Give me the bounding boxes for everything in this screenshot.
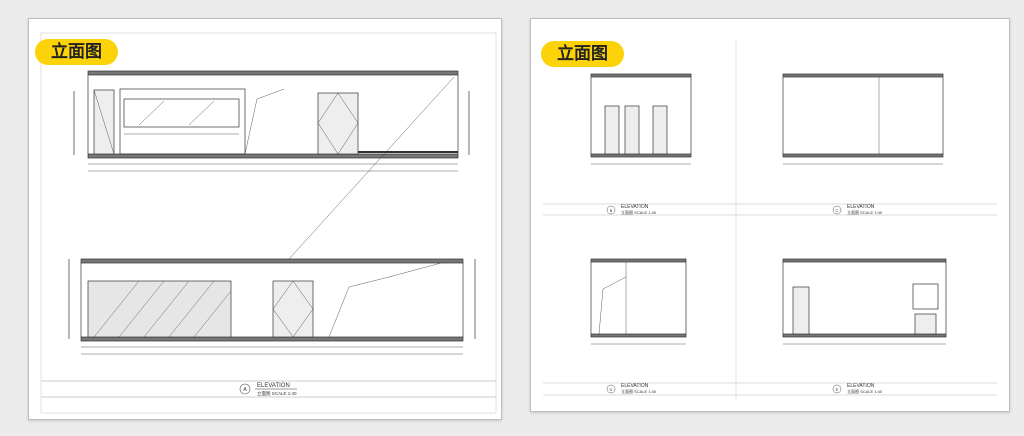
svg-text:D: D: [610, 387, 613, 392]
elevation-upper: [73, 70, 470, 260]
svg-text:ELEVATION: ELEVATION: [847, 383, 875, 389]
elevation-view-2: [782, 73, 944, 165]
svg-text:立面图 SCALE 1:40: 立面图 SCALE 1:40: [621, 209, 657, 215]
scale-label: 立面图 SCALE 1:40: [257, 390, 297, 397]
svg-text:立面图 SCALE 1:40: 立面图 SCALE 1:40: [621, 388, 657, 394]
elevation-title: ELEVATION: [257, 383, 290, 389]
drawing-title-left: A ELEVATION 立面图 SCALE 1:40: [239, 383, 297, 397]
svg-text:A: A: [243, 387, 247, 393]
svg-text:ELEVATION: ELEVATION: [847, 204, 875, 210]
svg-text:C: C: [836, 208, 839, 213]
svg-text:立面图 SCALE 1:40: 立面图 SCALE 1:40: [847, 388, 883, 394]
section-badge: 立面图: [541, 41, 624, 67]
elevation-drawings-left: A ELEVATION 立面图 SCALE 1:40: [40, 32, 497, 414]
section-badge: 立面图: [35, 39, 118, 65]
elevation-view-4: [782, 258, 947, 345]
svg-text:E: E: [836, 387, 839, 392]
svg-text:ELEVATION: ELEVATION: [621, 204, 649, 210]
elevation-lower: [68, 258, 476, 355]
svg-text:B: B: [610, 208, 613, 213]
svg-text:ELEVATION: ELEVATION: [621, 383, 649, 389]
drawing-sheet-left: A ELEVATION 立面图 SCALE 1:40 立面图: [28, 18, 502, 420]
svg-text:立面图 SCALE 1:40: 立面图 SCALE 1:40: [847, 209, 883, 215]
elevation-view-3: [590, 258, 687, 345]
elevation-view-1: [590, 73, 692, 165]
